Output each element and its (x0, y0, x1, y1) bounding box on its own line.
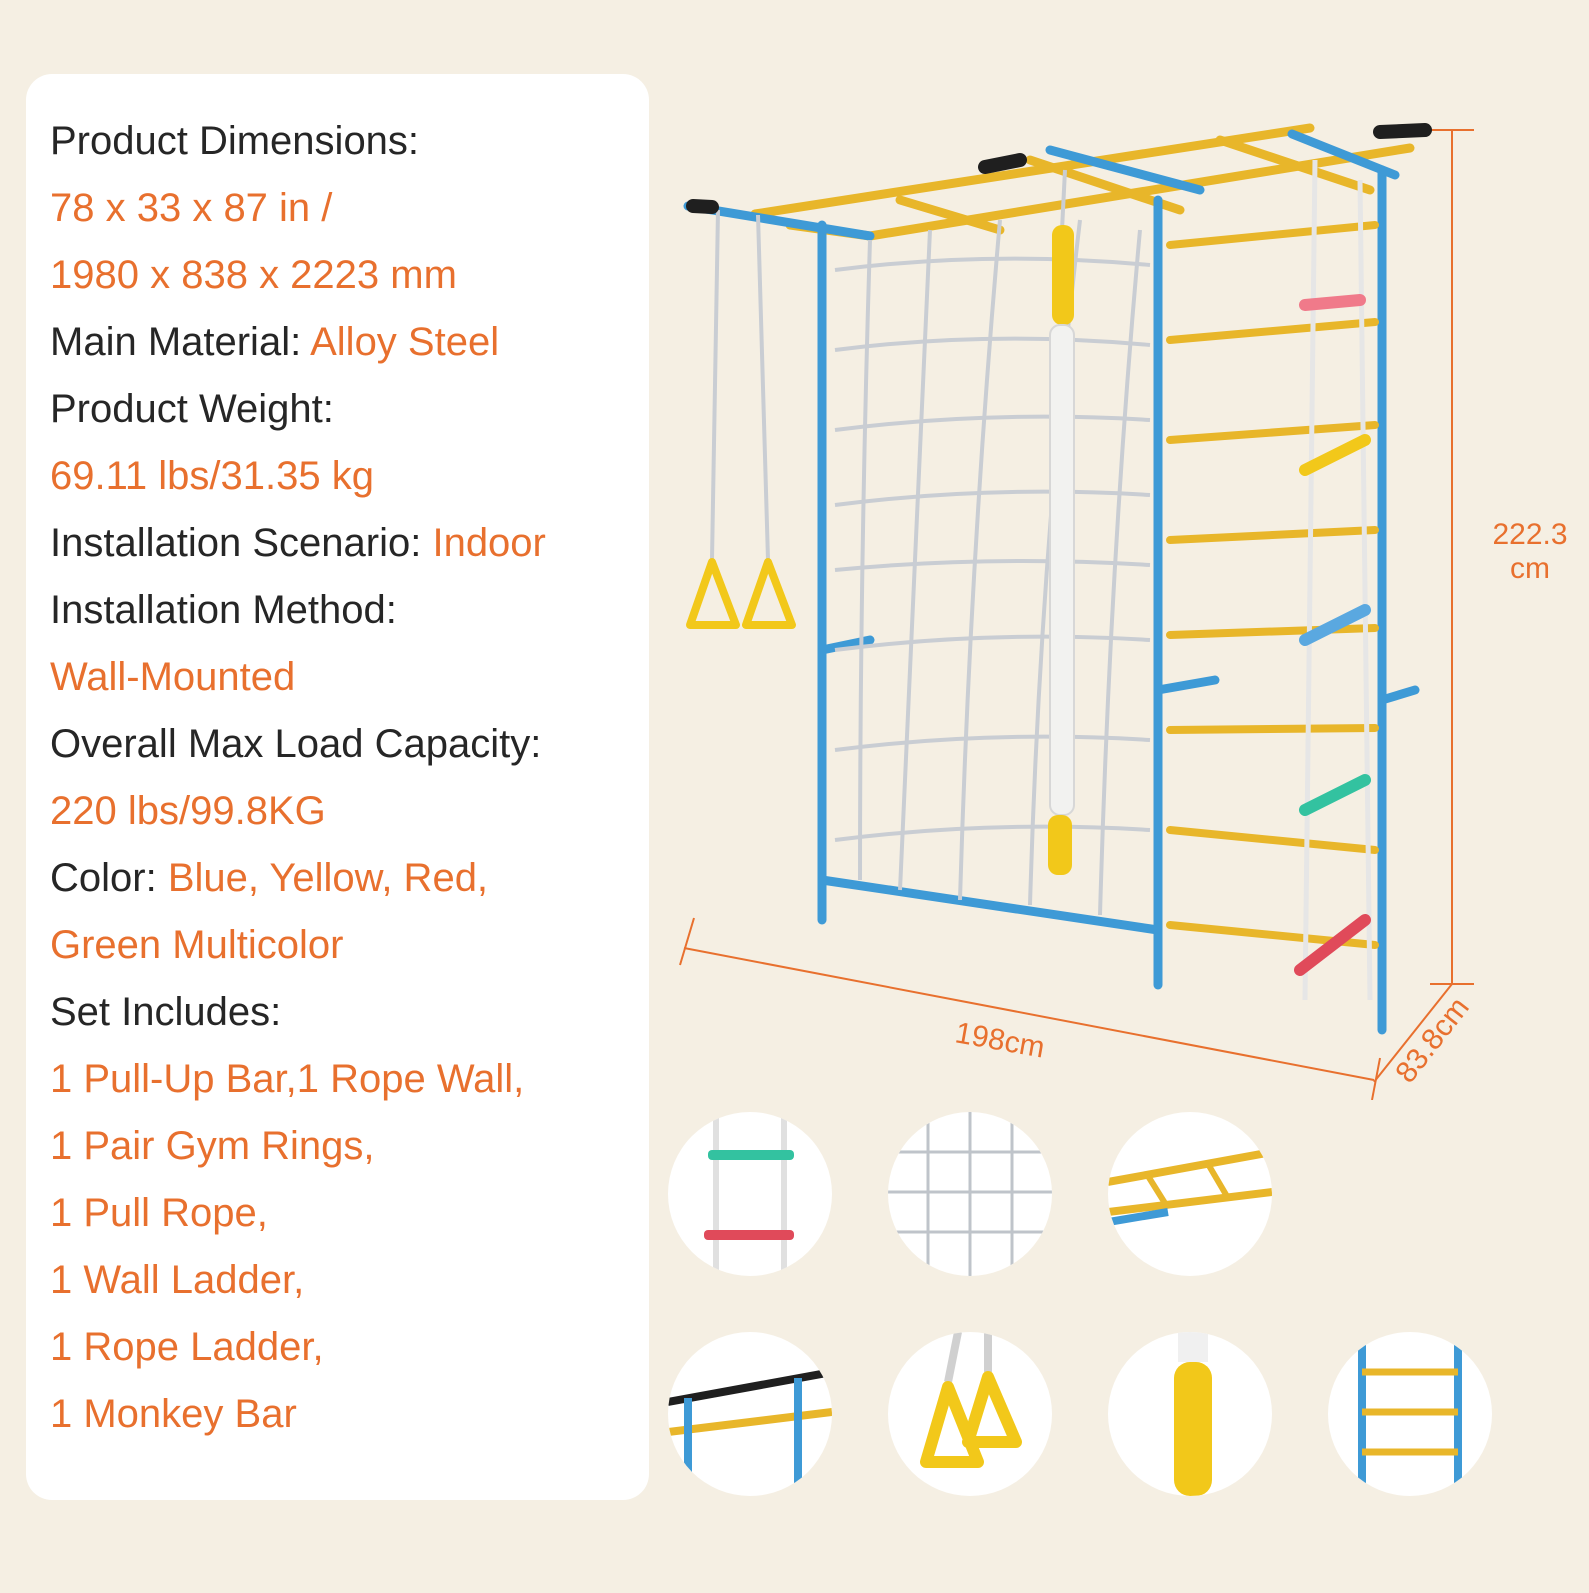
weight-label: Product Weight: (50, 387, 334, 431)
dimension-lines (679, 129, 1474, 1100)
gym-rings (686, 209, 796, 629)
product-diagram: 222.3 cm 198cm 83.8cm (679, 123, 1568, 1100)
material-value: Alloy Steel (310, 320, 500, 364)
color-row: Color: Blue, Yellow, Red, (50, 854, 488, 902)
includes-label: Set Includes: (50, 990, 282, 1034)
pull-rope-detail-icon (1108, 1332, 1272, 1496)
depth-label: 83.8cm (1389, 991, 1476, 1089)
pull-rope (1048, 169, 1075, 875)
includes-item: 1 Pull-Up Bar,1 Rope Wall, (50, 1057, 525, 1101)
dimensions-inches: 78 x 33 x 87 in / (50, 186, 333, 230)
includes-item: 1 Rope Ladder, (50, 1325, 324, 1369)
width-label: 198cm (953, 1016, 1047, 1064)
load-label: Overall Max Load Capacity: (50, 722, 542, 766)
includes-item: 1 Pair Gym Rings, (50, 1124, 375, 1168)
material-label: Main Material: (50, 320, 311, 364)
height-unit-label: cm (1510, 552, 1550, 585)
color-label: Color: (50, 856, 168, 900)
method-label: Installation Method: (50, 588, 397, 632)
gym-rings-detail-icon (888, 1332, 1052, 1496)
scenario-value: Indoor (432, 521, 546, 565)
cargo-net (834, 219, 1151, 916)
scenario-row: Installation Scenario: Indoor (50, 519, 546, 567)
rope-ladder (1294, 159, 1373, 1001)
weight-value: 69.11 lbs/31.35 kg (50, 454, 374, 498)
wall-ladder (1166, 221, 1379, 949)
pull-up-bar-detail-icon (668, 1332, 832, 1496)
color-value-continued: Green Multicolor (50, 923, 344, 967)
includes-item: 1 Monkey Bar (50, 1392, 297, 1436)
wall-ladder-detail-icon (1328, 1332, 1492, 1496)
color-value: Blue, Yellow, Red, (167, 856, 489, 900)
rope-ladder-detail-icon (668, 1112, 832, 1276)
scenario-label: Installation Scenario: (50, 521, 433, 565)
dimensions-label: Product Dimensions: (50, 119, 420, 163)
monkey-bar-detail-icon (1108, 1112, 1272, 1276)
load-value: 220 lbs/99.8KG (50, 789, 326, 833)
dimensions-mm: 1980 x 838 x 2223 mm (50, 253, 457, 297)
height-label: 222.3 (1492, 518, 1567, 551)
pull-up-bar (686, 123, 1432, 214)
includes-item: 1 Wall Ladder, (50, 1258, 305, 1302)
material-row: Main Material: Alloy Steel (50, 318, 499, 366)
specification-card (26, 74, 649, 1500)
includes-item: 1 Pull Rope, (50, 1191, 268, 1235)
cargo-net-detail-icon (888, 1112, 1052, 1276)
method-value: Wall-Mounted (50, 655, 296, 699)
